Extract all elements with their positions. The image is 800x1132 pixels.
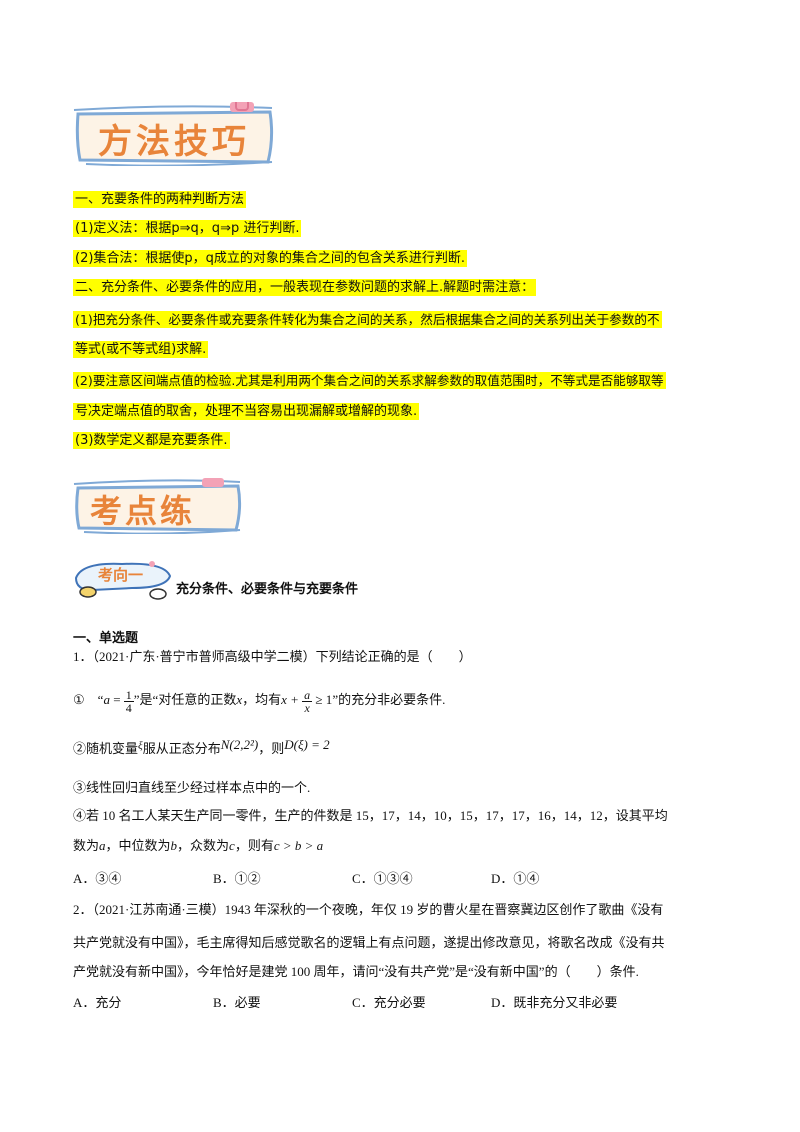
q1-statement-2: ②随机变量ξ服从正态分布N(2,2²)，则D(ξ) = 2 xyxy=(73,735,330,759)
q1-s1-frac2-num: a xyxy=(302,687,313,702)
method-line-3: (2)集合法：根据使p，q成立的对象的集合之间的包含关系进行判断. xyxy=(73,250,468,267)
q1-s4-a: a xyxy=(99,838,106,853)
method-banner-frame xyxy=(73,102,274,166)
method-line-5: (1)把充分条件、必要条件或充要条件转化为集合之间的关系，然后根据集合之间的关系… xyxy=(73,311,662,328)
q1-s1-prefix: ① “ xyxy=(73,692,104,707)
q1-s4-b: b xyxy=(170,838,178,853)
q2-line-2: 共产党就没有中国》，毛主席得知后感觉歌名的逻辑上有点问题，遂提出修改意见，将歌名… xyxy=(73,935,665,950)
q1-s2-dist: N(2,2²) xyxy=(220,737,259,752)
q1-s1-xplus: x + xyxy=(281,692,303,707)
method-line-6: 等式(或不等式组)求解. xyxy=(73,341,209,358)
method-line-2: (1)定义法：根据p⇒q，q⇒p 进行判断. xyxy=(73,220,302,237)
q1-statement-3: ③线性回归直线至少经过样本点中的一个. xyxy=(73,780,311,795)
q1-s4-c: c xyxy=(229,838,235,853)
q1-s1-ge: ≥ 1 xyxy=(312,692,333,707)
method-line-7: (2)要注意区间端点值的检验.尤其是利用两个集合之间的关系求解参数的取值范围时，… xyxy=(73,372,666,389)
method-banner-title: 方法技巧 xyxy=(98,122,250,162)
q1-s4-a-label: 数为 xyxy=(73,838,100,853)
q1-s4-c-label: ，众数为 xyxy=(177,838,230,853)
q1-s1-frac-den: 4 xyxy=(125,700,132,715)
method-line-4: 二、充分条件、必要条件的应用，一般表现在参数问题的求解上.解题时需注意： xyxy=(73,279,537,296)
q1-s1-eq: = xyxy=(109,692,124,707)
q2-option-a[interactable]: A．充分 xyxy=(73,995,122,1010)
q2-option-b[interactable]: B．必要 xyxy=(213,995,261,1010)
q1-s1-mid: ”是“对任意的正数 xyxy=(133,692,237,707)
practice-banner-title: 考点练 xyxy=(90,492,196,530)
q1-s4-b-label: ，中位数为 xyxy=(105,838,171,853)
q1-s1-tail: ”的充分非必要条件. xyxy=(332,692,446,707)
q1-s1-frac-num: 1 xyxy=(123,687,134,702)
q1-statement-4-line-2: 数为a，中位数为b，众数为c，则有c > b > a xyxy=(73,836,323,856)
q2-line-3: 产党就没有新中国》，今年恰好是建党 100 周年，请问“没有共产党”是“没有新中… xyxy=(73,964,639,979)
q2-option-d[interactable]: D．既非充分又非必要 xyxy=(491,995,618,1010)
method-line-1: 一、充要条件的两种判断方法 xyxy=(73,191,247,208)
method-line-9: (3)数学定义都是充要条件. xyxy=(73,432,230,449)
direction-tag-shape xyxy=(74,561,172,600)
q1-s1-frac2-den: x xyxy=(304,700,310,715)
q1-s2-then: ，则 xyxy=(258,741,285,756)
q1-s2-xi: ξ xyxy=(138,740,143,752)
q1-option-c[interactable]: C．①③④ xyxy=(352,871,413,886)
q1-s1-a: a xyxy=(103,692,110,707)
q1-option-b[interactable]: B．①② xyxy=(213,871,261,886)
direction-tag: 考向一 xyxy=(72,558,176,604)
q1-option-d[interactable]: D．①④ xyxy=(491,871,540,886)
q2-option-c[interactable]: C．充分必要 xyxy=(352,995,426,1010)
direction-tag-label: 考向一 xyxy=(98,566,144,584)
method-banner: 方法技巧 xyxy=(72,102,278,166)
section-heading: 一、单选题 xyxy=(73,631,139,646)
q1-s4-then: ，则有 xyxy=(234,838,274,853)
q1-statement-4-line-1: ④若 10 名工人某天生产同一零件，生产的件数是 15，17，14，10，15，… xyxy=(73,808,668,823)
q1-option-a[interactable]: A．③④ xyxy=(73,871,122,886)
q1-s1-mid2: ，均有 xyxy=(242,692,282,707)
direction-title: 充分条件、必要条件与充要条件 xyxy=(176,582,359,597)
q1-s1-x: x xyxy=(236,692,243,707)
q1-stem: 1．（2021·广东·普宁市普师高级中学二模）下列结论正确的是（ ） xyxy=(73,649,472,664)
q1-s2-prefix: ②随机变量 xyxy=(73,741,139,756)
practice-banner-frame xyxy=(73,478,242,534)
practice-banner: 考点练 xyxy=(72,478,244,534)
q1-s2-mid: 服从正态分布 xyxy=(142,741,221,756)
method-line-8: 号决定端点值的取舍，处理不当容易出现漏解或增解的现象. xyxy=(73,403,420,420)
q2-line-1: 2．（2021·江苏南通·三模）1943 年深秋的一个夜晚，年仅 19 岁的曹火… xyxy=(73,902,664,917)
q1-s4-expr: c > b > a xyxy=(273,838,324,853)
q1-s2-expr: D(ξ) = 2 xyxy=(284,737,330,752)
